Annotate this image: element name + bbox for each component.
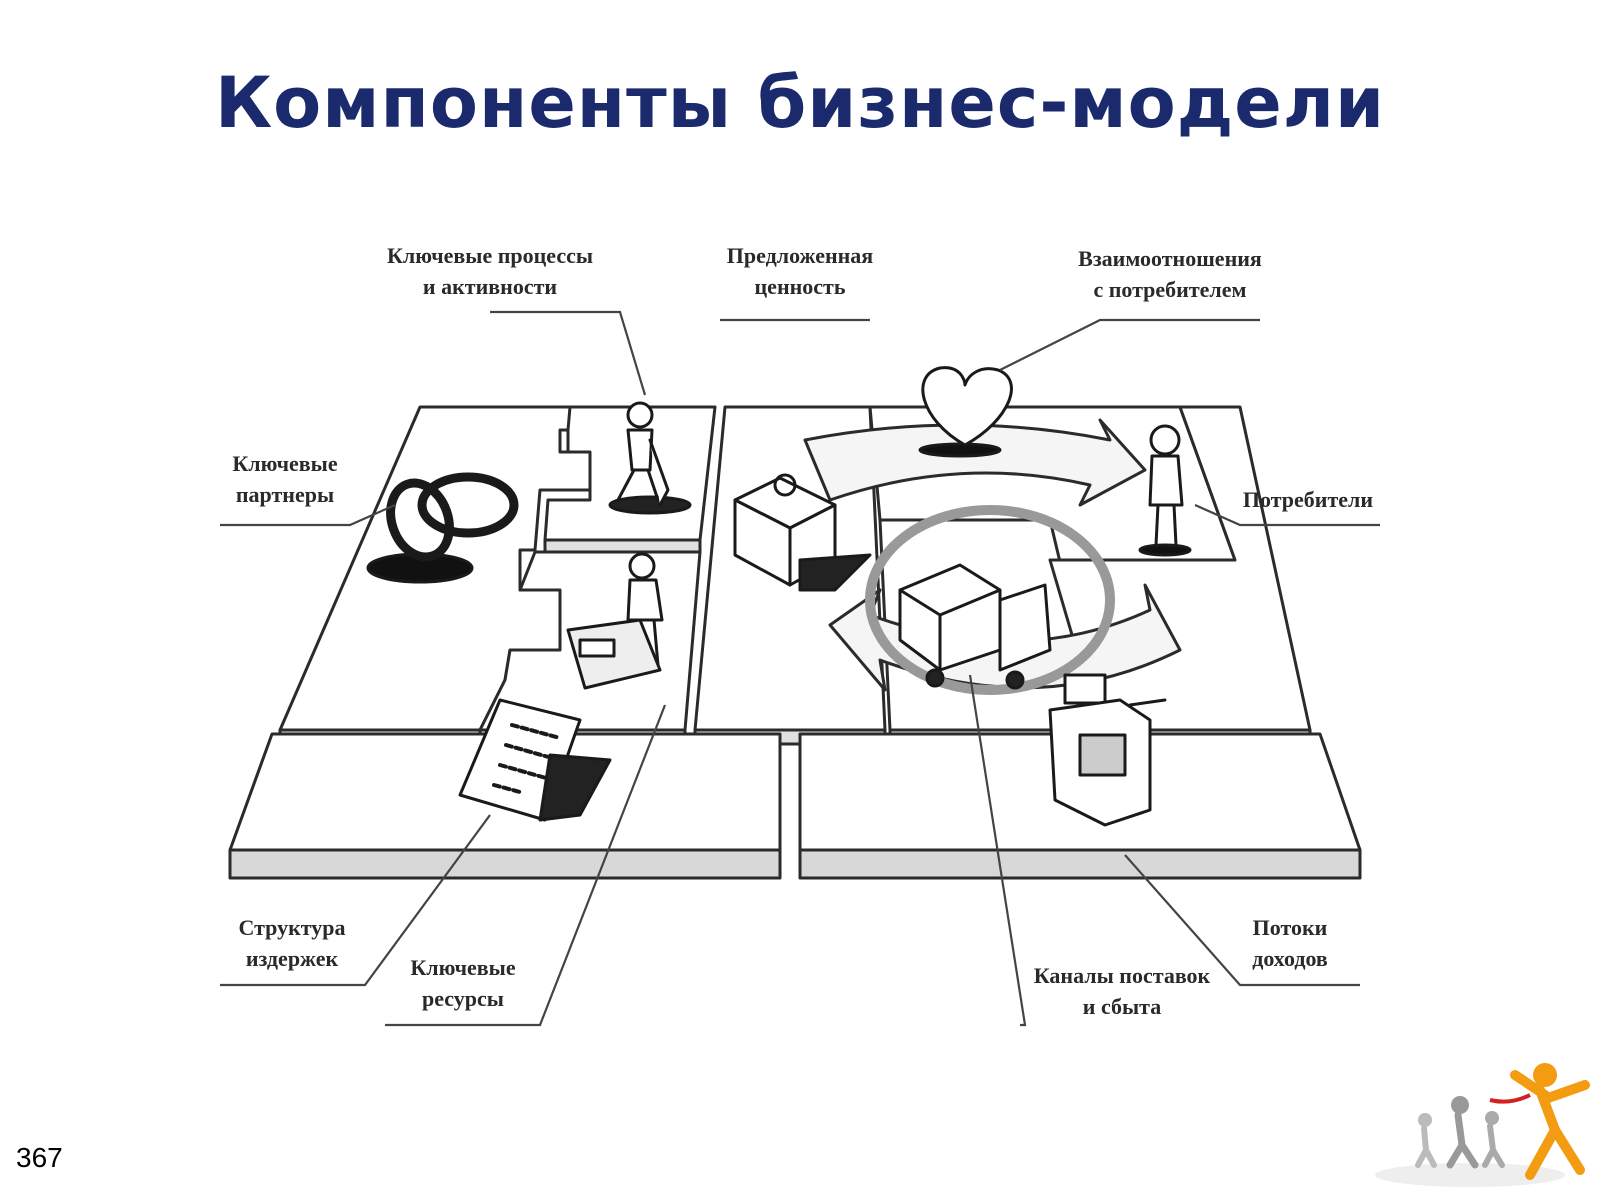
label-key-partners: Ключевые партнеры: [215, 448, 355, 510]
label-revenue-streams-line2: доходов: [1252, 946, 1328, 971]
rings-icon: [366, 472, 519, 584]
label-cost-structure-line2: издержек: [245, 946, 339, 971]
label-customer-segments-line1: Потребители: [1242, 487, 1374, 512]
label-channels-line1: Каналы поставок: [1033, 963, 1211, 988]
label-customer-relationships: Взаимоотношения с потребителем: [1050, 243, 1290, 305]
label-value-proposition-line2: ценность: [754, 274, 846, 299]
label-customer-relationships-line2: с потребителем: [1093, 277, 1247, 302]
label-revenue-streams: Потоки доходов: [1225, 912, 1355, 974]
label-cost-structure: Структура издержек: [212, 912, 372, 974]
label-key-resources-line1: Ключевые: [410, 955, 516, 980]
person-with-machine-icon: [566, 552, 664, 690]
standing-person-icon: [1138, 424, 1192, 557]
invoice-icon: [458, 698, 612, 822]
gift-box-icon: [733, 473, 872, 592]
label-customer-segments: Потребители: [1228, 484, 1388, 515]
label-key-activities-line1: Ключевые процессы: [386, 243, 594, 268]
runners-logo-icon: [1375, 1063, 1590, 1187]
truck-icon: [898, 563, 1052, 690]
label-key-resources-line2: ресурсы: [422, 986, 504, 1011]
label-key-activities-line2: и активности: [422, 274, 558, 299]
label-key-activities: Ключевые процессы и активности: [355, 240, 625, 302]
cash-register-icon: [1048, 673, 1167, 827]
label-value-proposition-line1: Предложенная: [726, 243, 874, 268]
label-value-proposition: Предложенная ценность: [700, 240, 900, 302]
label-customer-relationships-line1: Взаимоотношения: [1078, 246, 1262, 271]
label-key-partners-line1: Ключевые: [232, 451, 338, 476]
label-key-resources: Ключевые ресурсы: [388, 952, 538, 1014]
page-number: 367: [16, 1142, 63, 1173]
heart-icon: [918, 366, 1013, 458]
label-cost-structure-line1: Структура: [238, 915, 346, 940]
label-channels-line2: и сбыта: [1082, 994, 1162, 1019]
page-title: Компоненты бизнес-модели: [214, 62, 1386, 144]
digging-person-icon: [608, 401, 692, 515]
label-revenue-streams-line1: Потоки: [1252, 915, 1328, 940]
label-channels: Каналы поставок и сбыта: [1012, 960, 1232, 1022]
label-key-partners-line2: партнеры: [235, 482, 335, 507]
leader-lines: [220, 310, 1380, 1027]
relationship-cycle-arrow: [803, 418, 1182, 695]
